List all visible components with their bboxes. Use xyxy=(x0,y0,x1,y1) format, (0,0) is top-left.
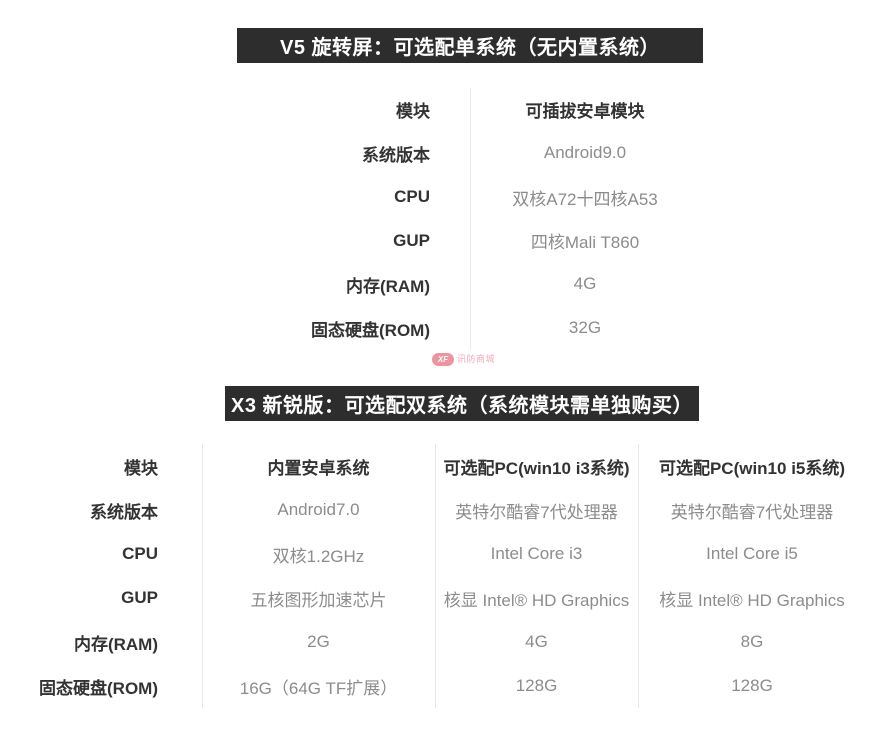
spec-value-android-os: Android7.0 xyxy=(277,500,360,519)
spec-value-i3-gpu: 核显 Intel® HD Graphics xyxy=(443,590,630,610)
v5-spec-table: 模块 可插拔安卓模块 系统版本 Android9.0 CPU 双核A72十四核A… xyxy=(0,88,700,350)
column-divider xyxy=(470,88,471,350)
spec-label-module: 模块 xyxy=(396,102,430,122)
spec-label-ram: 内存(RAM) xyxy=(73,634,158,654)
v5-section-header: V5 旋转屏：可选配单系统（无内置系统） xyxy=(237,28,703,63)
spec-label-cpu: CPU xyxy=(122,544,158,563)
spec-label-rom: 固态硬盘(ROM) xyxy=(311,320,430,340)
spec-col-android-header: 内置安卓系统 xyxy=(267,458,370,478)
spec-value-i3-cpu: Intel Core i3 xyxy=(490,544,583,563)
watermark-label: 讯防商城 xyxy=(457,354,496,364)
spec-value-i5-rom: 128G xyxy=(731,676,773,695)
spec-label-gpu: GUP xyxy=(121,588,158,607)
column-divider xyxy=(435,444,436,708)
watermark: XF 讯防商城 xyxy=(432,352,495,367)
spec-label-cpu: CPU xyxy=(394,187,430,207)
spec-value-ram: 4G xyxy=(573,274,597,294)
spec-value-os-version: Android9.0 xyxy=(543,143,627,163)
watermark-xf-logo-icon: XF xyxy=(432,353,454,366)
spec-value-i3-os: 英特尔酷睿7代处理器 xyxy=(455,502,618,522)
spec-value-android-ram: 2G xyxy=(307,632,330,651)
spec-col-i5-header: 可选配PC(win10 i5系统) xyxy=(658,458,846,478)
spec-value-i5-cpu: Intel Core i5 xyxy=(706,544,798,563)
column-divider xyxy=(202,444,203,708)
column-divider xyxy=(638,444,639,708)
spec-label-os-version: 系统版本 xyxy=(90,502,158,522)
spec-value-i5-os: 英特尔酷睿7代处理器 xyxy=(670,502,834,522)
spec-value-i5-gpu: 核显 Intel® HD Graphics xyxy=(659,590,845,610)
spec-label-module: 模块 xyxy=(124,458,158,478)
spec-value-i3-ram: 4G xyxy=(525,632,548,651)
spec-value-i5-ram: 8G xyxy=(740,632,764,651)
spec-label-gpu: GUP xyxy=(393,230,430,250)
spec-label-ram: 内存(RAM) xyxy=(345,276,430,296)
x3-spec-table: 模块 内置安卓系统 可选配PC(win10 i3系统) 可选配PC(win10 … xyxy=(0,444,866,708)
spec-col-i3-header: 可选配PC(win10 i3系统) xyxy=(443,458,630,478)
spec-value-android-rom: 16G（64G TF扩展） xyxy=(239,678,398,698)
spec-value-cpu: 双核A72十四核A53 xyxy=(512,189,658,209)
spec-value-module: 可插拔安卓模块 xyxy=(525,102,645,122)
spec-value-rom: 32G xyxy=(568,318,602,338)
spec-label-os-version: 系统版本 xyxy=(362,145,430,165)
spec-value-gpu: 四核Mali T860 xyxy=(530,233,640,253)
x3-section-header: X3 新锐版：可选配双系统（系统模块需单独购买） xyxy=(225,386,699,421)
spec-value-android-cpu: 双核1.2GHz xyxy=(272,546,365,566)
spec-value-android-gpu: 五核图形加速芯片 xyxy=(250,590,387,610)
spec-value-i3-rom: 128G xyxy=(515,676,558,695)
spec-label-rom: 固态硬盘(ROM) xyxy=(39,678,158,698)
